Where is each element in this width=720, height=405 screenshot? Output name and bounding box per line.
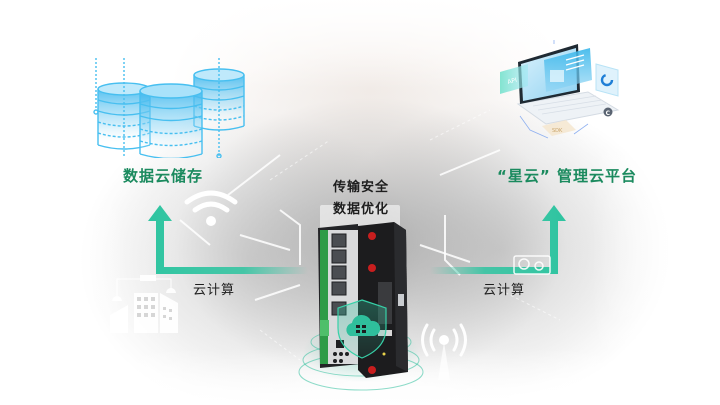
svg-text:API: API: [507, 77, 518, 86]
edge-label-right: 云计算: [483, 283, 526, 298]
broadcast-signal-icon: [421, 323, 467, 380]
edge-label-left: 云计算: [193, 283, 236, 298]
city-buildings-icon: [110, 275, 178, 333]
svg-text:SDK: SDK: [552, 128, 563, 134]
gear-icon: [513, 255, 551, 275]
cloud-storage-label: 数据云储存: [123, 167, 204, 185]
arrow-to-platform: [430, 205, 566, 274]
device-feature-optimization: 数据优化: [333, 202, 390, 217]
svg-text:C: C: [606, 110, 611, 117]
shield-cloud-icon: [337, 299, 387, 359]
wifi-icon: [184, 190, 238, 226]
cloud-platform-label: “星云” 管理云平台: [497, 167, 637, 185]
laptop-dashboard-icon: API C SDK: [500, 40, 620, 139]
arrow-to-storage: [148, 205, 308, 274]
device-feature-security: 传输安全: [333, 180, 390, 195]
database-cylinders-icon: [93, 58, 245, 158]
